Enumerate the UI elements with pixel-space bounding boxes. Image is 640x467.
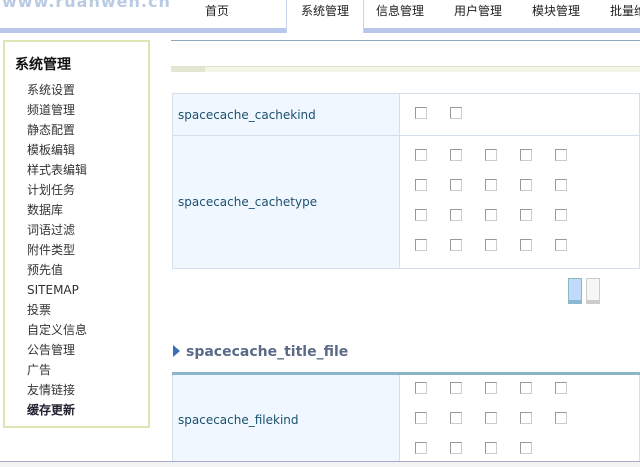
table-row: spacecache_filekind: [172, 373, 640, 466]
checkbox[interactable]: [555, 149, 567, 161]
section-title-text: spacecache_title_file: [186, 344, 349, 360]
content-toolbar-bar: [171, 66, 640, 72]
checkbox[interactable]: [520, 239, 532, 251]
checkbox-group: [399, 93, 640, 136]
sidebar-item[interactable]: 频道管理: [27, 103, 76, 117]
sidebar-item[interactable]: 数据库: [27, 203, 64, 217]
checkbox[interactable]: [555, 179, 567, 191]
checkbox[interactable]: [450, 149, 462, 161]
checkbox[interactable]: [485, 149, 497, 161]
row-label: spacecache_cachekind: [172, 93, 400, 136]
sidebar-item[interactable]: 友情链接: [27, 383, 76, 397]
sidebar-item[interactable]: 模板编辑: [27, 143, 76, 157]
nav-tab[interactable]: 系统管理: [286, 0, 364, 33]
table-row: spacecache_cachekind: [172, 93, 640, 136]
checkbox[interactable]: [555, 209, 567, 221]
nav-tab[interactable]: 信息管理: [375, 4, 424, 18]
nav-tab[interactable]: 模块管理: [531, 4, 580, 18]
sidebar-item[interactable]: 预先值: [27, 263, 64, 277]
checkbox[interactable]: [520, 179, 532, 191]
checkbox[interactable]: [415, 149, 427, 161]
page-button-2[interactable]: [586, 278, 600, 304]
checkbox[interactable]: [555, 412, 567, 424]
checkbox[interactable]: [485, 179, 497, 191]
checkbox[interactable]: [485, 382, 497, 394]
checkbox[interactable]: [415, 412, 427, 424]
sidebar-item[interactable]: 词语过滤: [27, 223, 76, 237]
sidebar: 系统管理 系统设置频道管理静态配置模板编辑样式表编辑计划任务数据库词语过滤附件类…: [3, 40, 150, 428]
sidebar-item[interactable]: 系统设置: [27, 83, 76, 97]
sidebar-item[interactable]: 缓存更新: [27, 403, 76, 417]
checkbox[interactable]: [555, 239, 567, 251]
sidebar-item[interactable]: 投票: [27, 303, 52, 317]
logo: www.ruanwen.cn: [2, 0, 171, 11]
sidebar-item[interactable]: 自定义信息: [27, 323, 88, 337]
checkbox[interactable]: [450, 412, 462, 424]
nav-tab[interactable]: 用户管理: [453, 4, 502, 18]
checkbox[interactable]: [415, 209, 427, 221]
checkbox[interactable]: [520, 412, 532, 424]
checkbox[interactable]: [450, 239, 462, 251]
checkbox[interactable]: [450, 442, 462, 454]
settings-table-1: spacecache_cachekind spacecache_cachetyp…: [172, 93, 640, 269]
row-label: spacecache_filekind: [172, 373, 400, 466]
checkbox[interactable]: [555, 382, 567, 394]
sidebar-item[interactable]: 样式表编辑: [27, 163, 88, 177]
checkbox[interactable]: [485, 209, 497, 221]
settings-table-2: spacecache_filekind: [172, 372, 640, 466]
page-button-1[interactable]: [568, 278, 582, 304]
sidebar-item[interactable]: 附件类型: [27, 243, 76, 257]
checkbox-group: [399, 135, 640, 269]
checkbox[interactable]: [415, 239, 427, 251]
triangle-right-icon: [173, 345, 180, 357]
sidebar-item[interactable]: SITEMAP: [27, 283, 79, 297]
sidebar-item[interactable]: 广告: [27, 363, 52, 377]
checkbox-group: [399, 373, 640, 466]
row-label: spacecache_cachetype: [172, 135, 400, 269]
table-row: spacecache_cachetype: [172, 135, 640, 269]
checkbox[interactable]: [415, 442, 427, 454]
checkbox[interactable]: [450, 209, 462, 221]
horizontal-scrollbar[interactable]: [0, 461, 640, 467]
checkbox[interactable]: [520, 149, 532, 161]
checkbox[interactable]: [415, 179, 427, 191]
section-title: spacecache_title_file: [173, 344, 348, 360]
checkbox[interactable]: [415, 106, 427, 119]
nav-tab[interactable]: 首页: [204, 4, 229, 18]
checkbox[interactable]: [520, 209, 532, 221]
sidebar-item[interactable]: 公告管理: [27, 343, 76, 357]
checkbox[interactable]: [485, 442, 497, 454]
checkbox[interactable]: [450, 179, 462, 191]
nav-tab[interactable]: 批量维护: [609, 4, 640, 18]
checkbox[interactable]: [520, 382, 532, 394]
sidebar-title: 系统管理: [15, 57, 71, 73]
checkbox[interactable]: [485, 412, 497, 424]
checkbox[interactable]: [450, 382, 462, 394]
checkbox[interactable]: [520, 442, 532, 454]
checkbox[interactable]: [415, 382, 427, 394]
sidebar-item[interactable]: 计划任务: [27, 183, 76, 197]
content-top-divider: [171, 40, 640, 41]
checkbox[interactable]: [450, 106, 462, 119]
checkbox[interactable]: [485, 239, 497, 251]
sidebar-item[interactable]: 静态配置: [27, 123, 76, 137]
